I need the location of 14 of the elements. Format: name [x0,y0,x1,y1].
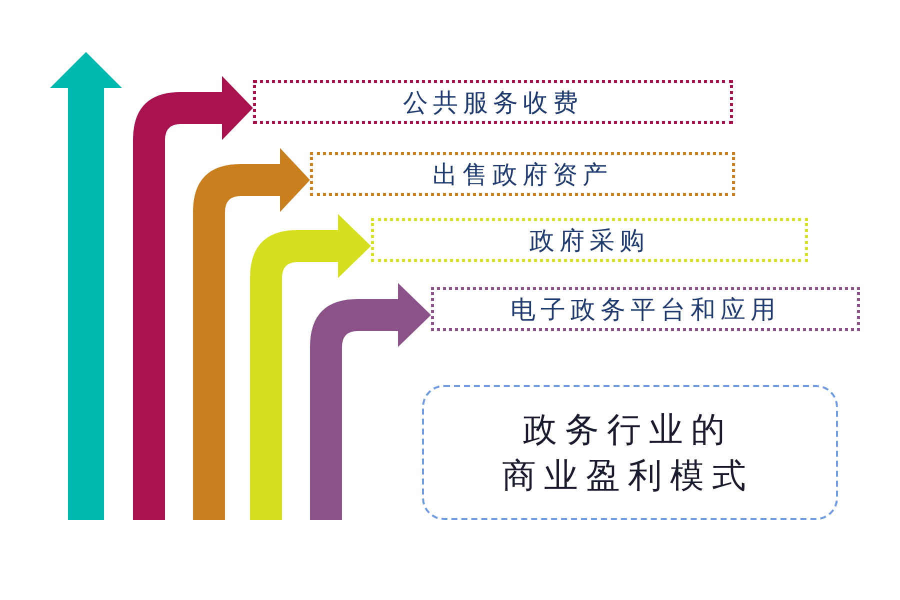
category-label: 出售政府资产 [432,158,612,190]
category-box [253,80,733,124]
category-box [310,152,735,196]
category-box [431,287,860,331]
category-label: 电子政务平台和应用 [510,294,780,326]
bent-arrow [193,148,310,520]
bent-arrow [133,76,253,520]
category-label: 政府采购 [530,224,650,256]
bent-arrow [310,283,431,520]
bent-arrow [250,214,371,520]
title-box [422,385,838,520]
category-label: 公共服务收费 [403,86,583,118]
category-box [371,218,808,262]
title-text: 政务行业的商业盈利模式 [502,408,755,498]
